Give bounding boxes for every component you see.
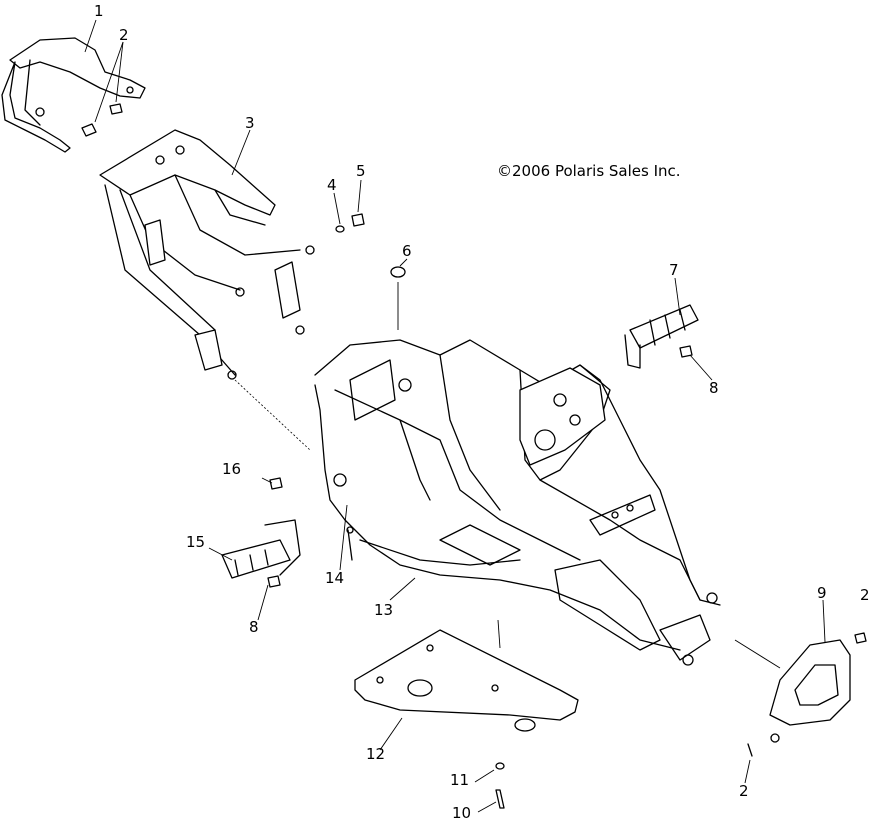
part-12-skid-plate [354,629,579,732]
part-2-bolts-top [81,103,123,137]
callout-2-top: 2 [119,26,129,44]
callout-2-right: 2 [860,586,870,604]
part-8-bolt-right [679,345,693,358]
part-7-footrest-right [624,304,699,369]
callout-6: 6 [402,242,412,260]
part-16-bolt [269,477,283,490]
callout-7: 7 [669,261,679,279]
callout-9: 9 [817,584,827,602]
callout-14: 14 [325,569,344,587]
part-9-rear-bumper [769,639,851,743]
callout-16: 16 [222,460,241,478]
callout-8-right: 8 [709,379,719,397]
callout-3: 3 [245,114,255,132]
part-2-bolt-bottom [747,743,753,757]
part-14-bolt [346,526,354,561]
callout-11: 11 [450,771,469,789]
callout-8-left: 8 [249,618,259,636]
part-3-subframe [99,129,315,380]
callout-12: 12 [366,745,385,763]
callout-2-bottom: 2 [739,782,749,800]
part-15-footrest-left [221,519,301,579]
part-4-nut [335,225,345,233]
callout-15: 15 [186,533,205,551]
part-6-grommet [390,266,406,278]
callout-10: 10 [452,804,471,822]
callout-1: 1 [94,2,104,20]
part-2-bolt-right [854,632,867,644]
part-8-bolt-left [267,575,281,588]
part-5-bolt [351,213,365,227]
callout-4: 4 [327,176,337,194]
part-10-bolt [495,789,505,809]
callout-5: 5 [356,162,366,180]
part-13-main-frame [314,339,721,666]
part-1-bumper [1,37,146,153]
callout-13: 13 [374,601,393,619]
part-11-nut [495,762,505,770]
copyright-notice: ©2006 Polaris Sales Inc. [497,162,681,180]
